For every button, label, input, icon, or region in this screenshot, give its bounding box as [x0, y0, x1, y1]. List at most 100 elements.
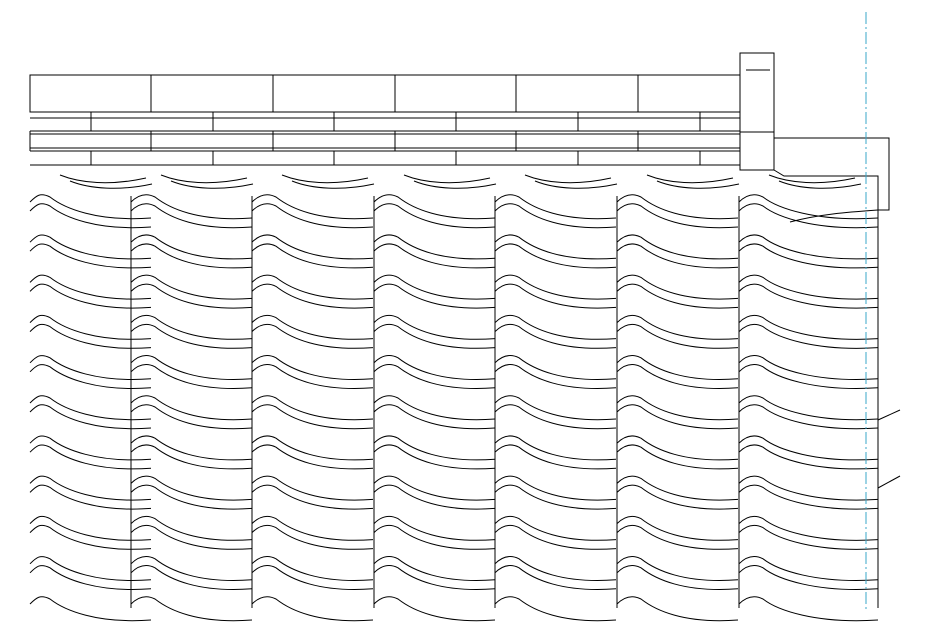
tile-course-lower [494, 203, 617, 229]
tile-course-upper [130, 314, 253, 340]
tile-course-upper [251, 475, 374, 501]
tile-course-lower [251, 524, 374, 550]
tile-course-upper [616, 194, 739, 220]
tile-course-upper [738, 355, 879, 380]
tile-course-upper [738, 194, 879, 220]
tile-course-upper [494, 314, 617, 340]
tile-course-upper [616, 515, 739, 541]
tile-course-upper [738, 274, 879, 300]
tile-top-arc [281, 174, 369, 184]
tile-course-lower [130, 283, 253, 309]
tile-course-upper [373, 556, 496, 581]
tile-course-lower [373, 404, 496, 430]
tile-course-lower [251, 364, 374, 389]
tile-course-lower [616, 283, 739, 309]
tile-course-lower [29, 283, 152, 309]
tile-course-upper [738, 234, 879, 260]
tile-course-upper [130, 355, 253, 380]
tile-top-arc [291, 180, 375, 189]
tile-course-lower [373, 203, 496, 229]
tile-course-lower [373, 444, 496, 470]
tile-course-lower [373, 243, 496, 269]
tile-course-lower [130, 565, 253, 590]
tile-course-lower [130, 243, 253, 269]
tile-course-upper [130, 234, 253, 260]
tile-course-lower [373, 364, 496, 389]
tile-course-lower [251, 203, 374, 229]
tile-course-upper [130, 475, 253, 501]
tile-course-lower [251, 444, 374, 470]
tile-course-upper [738, 475, 879, 501]
tile-course-upper [130, 556, 253, 581]
tile-course-lower [494, 283, 617, 309]
tile-course-lower [738, 404, 879, 430]
tile-course-lower [494, 484, 617, 510]
leader-line [877, 475, 901, 489]
tile-course-lower [373, 484, 496, 510]
tile-course-upper [29, 515, 152, 541]
tile-course-upper [251, 314, 374, 340]
tile-course-upper [738, 556, 879, 581]
tile-course-upper [616, 475, 739, 501]
tile-top-arc [59, 174, 147, 184]
tile-course-upper [494, 194, 617, 220]
tile-course-upper [251, 556, 374, 581]
tile-course-lower [616, 404, 739, 430]
tile-course-lower [29, 243, 152, 269]
tile-course-lower [373, 524, 496, 550]
tile-course-lower [29, 444, 152, 470]
tile-course-upper [738, 435, 879, 461]
tile-course-upper [29, 596, 152, 622]
tile-course-lower [616, 444, 739, 470]
tile-course-upper [616, 395, 739, 421]
tile-course-upper [494, 274, 617, 300]
tile-course-lower [616, 323, 739, 349]
tile-top-arc [656, 180, 740, 189]
tile-course-upper [373, 274, 496, 300]
tile-course-upper [373, 596, 496, 622]
tile-course-lower [130, 524, 253, 550]
tile-course-lower [29, 323, 152, 349]
tile-top-arc [778, 180, 862, 189]
tile-top-arc [768, 174, 856, 184]
tile-course-lower [373, 565, 496, 590]
tile-course-upper [29, 274, 152, 300]
tile-course-lower [29, 404, 152, 430]
tile-course-lower [251, 323, 374, 349]
tile-top-arc [534, 180, 618, 189]
tile-course-upper [130, 515, 253, 541]
tile-course-upper [494, 395, 617, 421]
gable-end-assembly [739, 52, 901, 608]
tile-top-arc [403, 174, 491, 184]
tile-course-lower [738, 323, 879, 349]
tile-course-lower [494, 243, 617, 269]
tile-course-upper [373, 234, 496, 260]
tile-course-lower [29, 565, 152, 590]
tile-course-lower [373, 323, 496, 349]
tile-top-arc [413, 180, 497, 189]
tile-course-upper [373, 194, 496, 220]
tile-top-arc [170, 180, 254, 189]
tile-course-lower [130, 484, 253, 510]
tile-course-upper [494, 596, 617, 622]
tile-course-upper [738, 395, 879, 421]
tile-course-upper [29, 395, 152, 421]
tile-course-upper [373, 475, 496, 501]
tile-course-upper [373, 314, 496, 340]
tile-course-lower [738, 444, 879, 470]
tile-course-upper [29, 556, 152, 581]
tile-course-lower [738, 243, 879, 269]
tile-course-upper [29, 194, 152, 220]
tile-top-arc [160, 174, 248, 184]
barge-edge [773, 169, 879, 608]
tile-course-lower [616, 203, 739, 229]
tile-course-lower [616, 243, 739, 269]
tile-course-upper [251, 194, 374, 220]
tile-course-upper [494, 435, 617, 461]
tile-course-lower [29, 484, 152, 510]
tile-course-lower [494, 404, 617, 430]
tile-course-lower [251, 404, 374, 430]
tile-course-upper [373, 515, 496, 541]
